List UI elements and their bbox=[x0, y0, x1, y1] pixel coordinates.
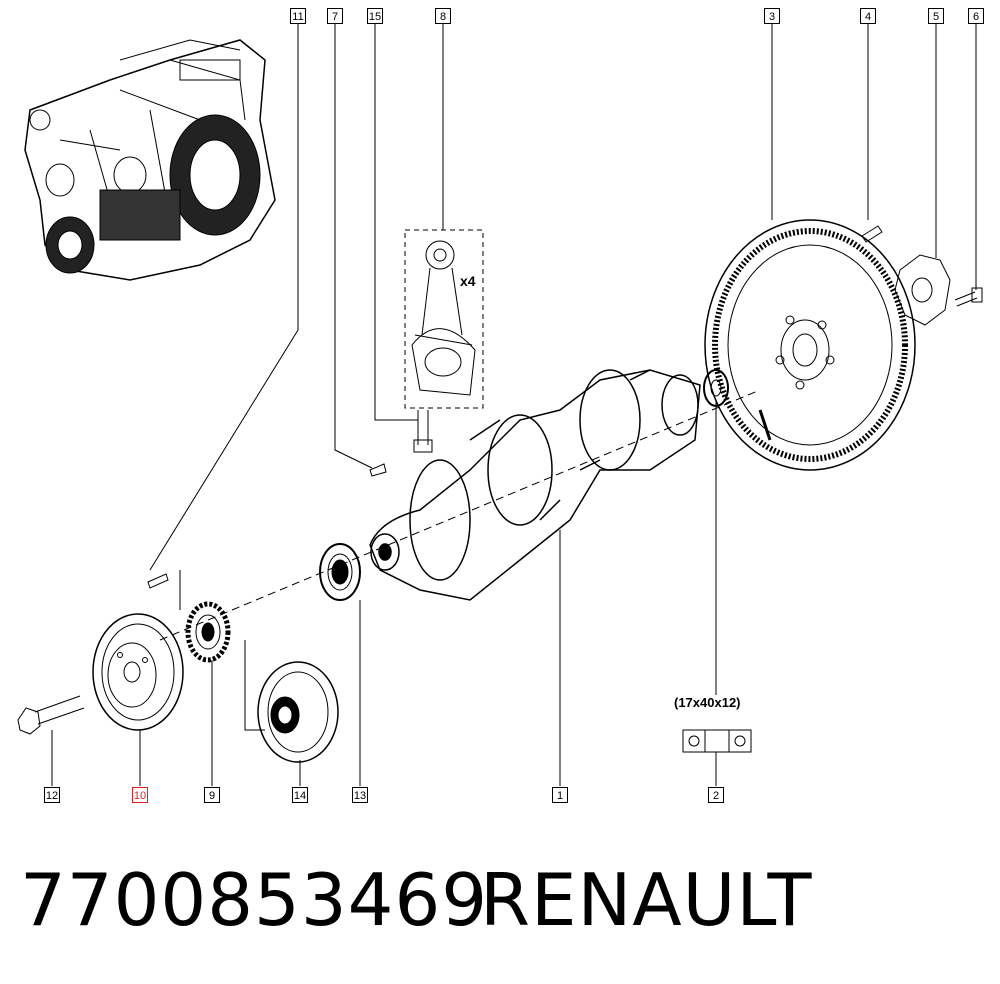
dowel-pin-4 bbox=[861, 225, 883, 243]
pulley-bolt bbox=[17, 695, 85, 735]
leader-11 bbox=[149, 24, 299, 571]
callout-6: 6 bbox=[968, 8, 984, 24]
conrod-box bbox=[404, 229, 484, 409]
callout-12: 12 bbox=[44, 787, 60, 803]
callout-14: 14 bbox=[292, 787, 308, 803]
dowel-pin-7 bbox=[369, 463, 387, 477]
exploded-parts-diagram bbox=[17, 24, 983, 786]
callout-5: 5 bbox=[928, 8, 944, 24]
dimension-label: (17x40x12) bbox=[674, 695, 741, 710]
washer-part-2 bbox=[682, 729, 752, 753]
axis-line bbox=[159, 389, 761, 641]
conrod-bolt bbox=[413, 410, 433, 453]
callout-13: 13 bbox=[352, 787, 368, 803]
brand-name: RENAULT bbox=[480, 858, 813, 942]
engine-thumbnail bbox=[24, 39, 276, 281]
leader-15 bbox=[374, 24, 418, 421]
crankshaft-sprocket bbox=[185, 601, 231, 663]
part-number: 7700853469 bbox=[20, 858, 489, 942]
callout-10: 10 bbox=[132, 787, 148, 803]
callout-3: 3 bbox=[764, 8, 780, 24]
quantity-label: x4 bbox=[460, 273, 476, 289]
flywheel-bolt bbox=[954, 287, 983, 307]
crankshaft bbox=[369, 369, 701, 601]
leader-7 bbox=[334, 24, 373, 469]
accessory-pulley bbox=[257, 661, 339, 763]
flywheel bbox=[704, 219, 916, 471]
reinforcement-plate bbox=[894, 254, 951, 326]
woodruff-key bbox=[147, 573, 169, 589]
callout-1: 1 bbox=[552, 787, 568, 803]
connecting-rod bbox=[411, 240, 476, 396]
callout-15: 15 bbox=[367, 8, 383, 24]
callout-4: 4 bbox=[860, 8, 876, 24]
oil-seal bbox=[319, 543, 361, 601]
callout-9: 9 bbox=[204, 787, 220, 803]
callout-8: 8 bbox=[435, 8, 451, 24]
callout-2: 2 bbox=[708, 787, 724, 803]
callout-7: 7 bbox=[327, 8, 343, 24]
crankshaft-pulley bbox=[92, 613, 184, 731]
callout-11: 11 bbox=[290, 8, 306, 24]
